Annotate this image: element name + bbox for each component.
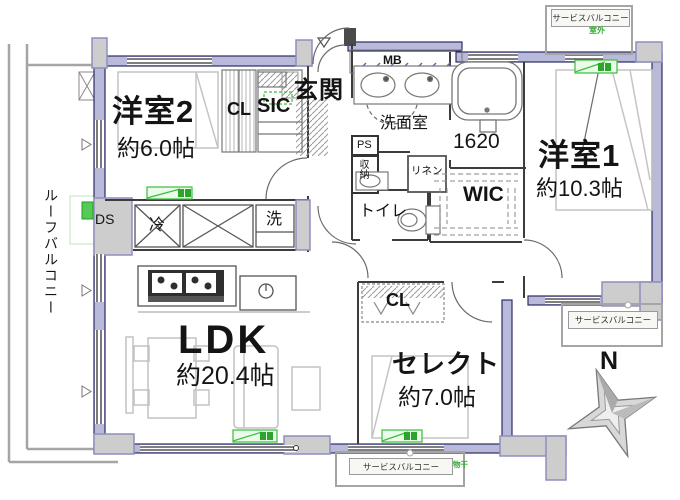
bath-size-label: 1620 xyxy=(453,130,500,153)
kitchen-storage-row xyxy=(134,204,295,248)
outdoor-unit-icon xyxy=(69,195,97,245)
roof-balcony-rails xyxy=(7,44,118,464)
label-ps: PS xyxy=(357,139,372,151)
room-label-senmen: 洗面室 xyxy=(380,115,429,132)
room-size-select: 約7.0帖 xyxy=(398,384,476,410)
hall-closets xyxy=(221,69,303,153)
service-balcony-label-top: サービスバルコニー xyxy=(551,9,630,27)
laundry-pole-label: 物干 xyxy=(453,460,468,469)
wall-corner-blocks xyxy=(91,37,663,481)
door-arcs xyxy=(265,27,601,323)
label-fridge: 冷 xyxy=(149,217,166,234)
label-laundry: 洗 xyxy=(266,211,283,228)
room-label-ldk: LDK xyxy=(178,318,270,362)
service-balcony-label-right: サービスバルコニー xyxy=(568,311,658,329)
roof-balcony-label: ルーフバルコニー xyxy=(43,188,59,316)
room-size-ldk: 約20.4帖 xyxy=(176,362,275,390)
room-size-yoshitsu2: 約6.0帖 xyxy=(117,135,195,161)
kitchen-stove-icon xyxy=(137,265,237,307)
bathtub-icon xyxy=(451,61,523,133)
toilet-icon xyxy=(355,171,441,235)
closet-label-cl: CL xyxy=(227,99,251,119)
entrance-marker xyxy=(316,37,332,49)
compass-icon xyxy=(566,367,658,459)
label-linen: リネン xyxy=(411,165,443,177)
service-balcony-rails xyxy=(335,5,663,487)
outdoor-unit-label: 室外 xyxy=(589,26,605,35)
select-closet xyxy=(361,283,445,323)
wic-rails xyxy=(434,173,518,236)
label-shuno: 収納 xyxy=(357,159,368,179)
room-label-yoshitsu1: 洋室1 xyxy=(538,138,621,173)
closet-label-cl-select: CL xyxy=(386,290,410,310)
sofa-icon xyxy=(233,345,321,429)
ac-unit-icons xyxy=(146,59,618,443)
label-mb: MB xyxy=(383,53,402,67)
compass-north-label: N xyxy=(600,347,619,375)
vent-markers xyxy=(81,138,92,398)
shaft-box xyxy=(78,71,96,101)
room-label-toilet: トイレ xyxy=(359,203,408,220)
room-label-wic: WIC xyxy=(463,183,504,206)
vanity-sinks-icon xyxy=(353,65,459,105)
room-label-select: セレクト xyxy=(392,349,501,379)
room-label-genkan: 玄関 xyxy=(294,77,344,104)
linen-box xyxy=(407,155,447,193)
porch-wall-stub xyxy=(344,28,356,46)
service-balcony-label-bottom: サービスバルコニー xyxy=(349,458,453,475)
room-size-yoshitsu1: 約10.3帖 xyxy=(536,176,623,201)
closet-label-sic: SIC xyxy=(257,95,291,117)
room-label-yoshitsu2: 洋室2 xyxy=(112,94,195,129)
kitchen-sink-icon xyxy=(239,275,297,311)
label-ds: DS xyxy=(95,211,115,227)
dining-set-icon xyxy=(125,336,210,419)
